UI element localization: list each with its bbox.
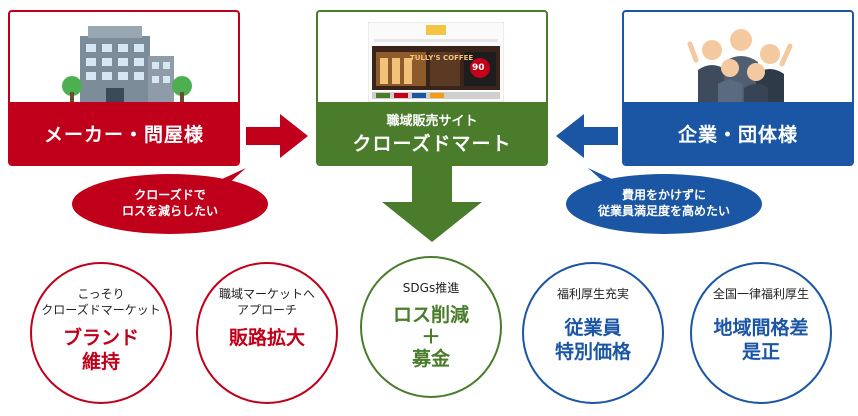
sales-channel-line-1: 職域マーケットへ	[218, 287, 315, 301]
maker-speech-bubble: クローズドで ロスを減らしたい	[90, 178, 250, 228]
brand-maintenance-circle: こっそり クローズドマーケット ブランド 維持	[30, 262, 172, 404]
maker-bubble-line-2: ロスを減らしたい	[121, 204, 218, 218]
maker-wholesaler-title: メーカー・問屋様	[43, 123, 204, 146]
closed-mart-subtitle: 職域販売サイト	[386, 114, 478, 129]
company-bubble-line-1: 費用をかけずに	[621, 188, 706, 202]
company-speech-bubble: 費用をかけずに 従業員満足度を高めたい	[584, 178, 744, 228]
sales-channel-expansion-circle: 職域マーケットへ アプローチ 販路拡大	[196, 262, 338, 404]
company-organization-title: 企業・団体様	[677, 123, 798, 146]
brand-maintenance-highlight: ブランド 維持	[62, 327, 139, 373]
maker-bubble-line-1: クローズドで	[134, 188, 206, 202]
arrow-down-icon	[382, 166, 482, 242]
closed-mart-box: TULLY'S COFFEE 90 職域販売サイト クローズドマート	[316, 10, 548, 166]
sales-channel-highlight: 販路拡大	[228, 327, 305, 349]
closed-mart-title: クローズドマート	[352, 133, 512, 155]
company-organization-box: 企業・団体様	[622, 10, 854, 166]
brand-maintenance-line-2: クローズドマーケット	[41, 303, 161, 317]
arrow-left-icon	[556, 114, 618, 158]
office-building-icon	[62, 26, 192, 104]
sdgs-highlight: ロス削減 ＋ 募金	[392, 304, 469, 370]
welfare-line-1: 福利厚生充実	[556, 287, 629, 301]
brand-maintenance-line-1: こっそり	[77, 287, 125, 301]
regional-gap-highlight: 地域間格差 是正	[713, 317, 809, 363]
company-speech-bubble-shape	[566, 168, 762, 234]
site-screenshot-banner: TULLY'S COFFEE	[410, 54, 474, 62]
sdgs-circle: SDGs推進 ロス削減 ＋ 募金	[360, 256, 502, 398]
business-people-icon	[687, 29, 793, 106]
sales-channel-line-2: アプローチ	[236, 303, 297, 317]
welfare-circle: 福利厚生充実 従業員 特別価格	[522, 262, 664, 404]
maker-speech-bubble-shape	[72, 168, 268, 234]
site-screenshot-price: 90	[472, 63, 485, 73]
regional-gap-line-1: 全国一律福利厚生	[712, 287, 809, 301]
arrow-right-icon	[246, 114, 308, 158]
site-screenshot-image	[368, 22, 504, 102]
welfare-highlight: 従業員 特別価格	[554, 317, 631, 363]
sdgs-line-1: SDGs推進	[402, 281, 460, 295]
regional-gap-circle: 全国一律福利厚生 地域間格差 是正	[690, 262, 832, 404]
maker-wholesaler-box: メーカー・問屋様	[8, 10, 240, 166]
company-bubble-line-2: 従業員満足度を高めたい	[597, 204, 730, 218]
